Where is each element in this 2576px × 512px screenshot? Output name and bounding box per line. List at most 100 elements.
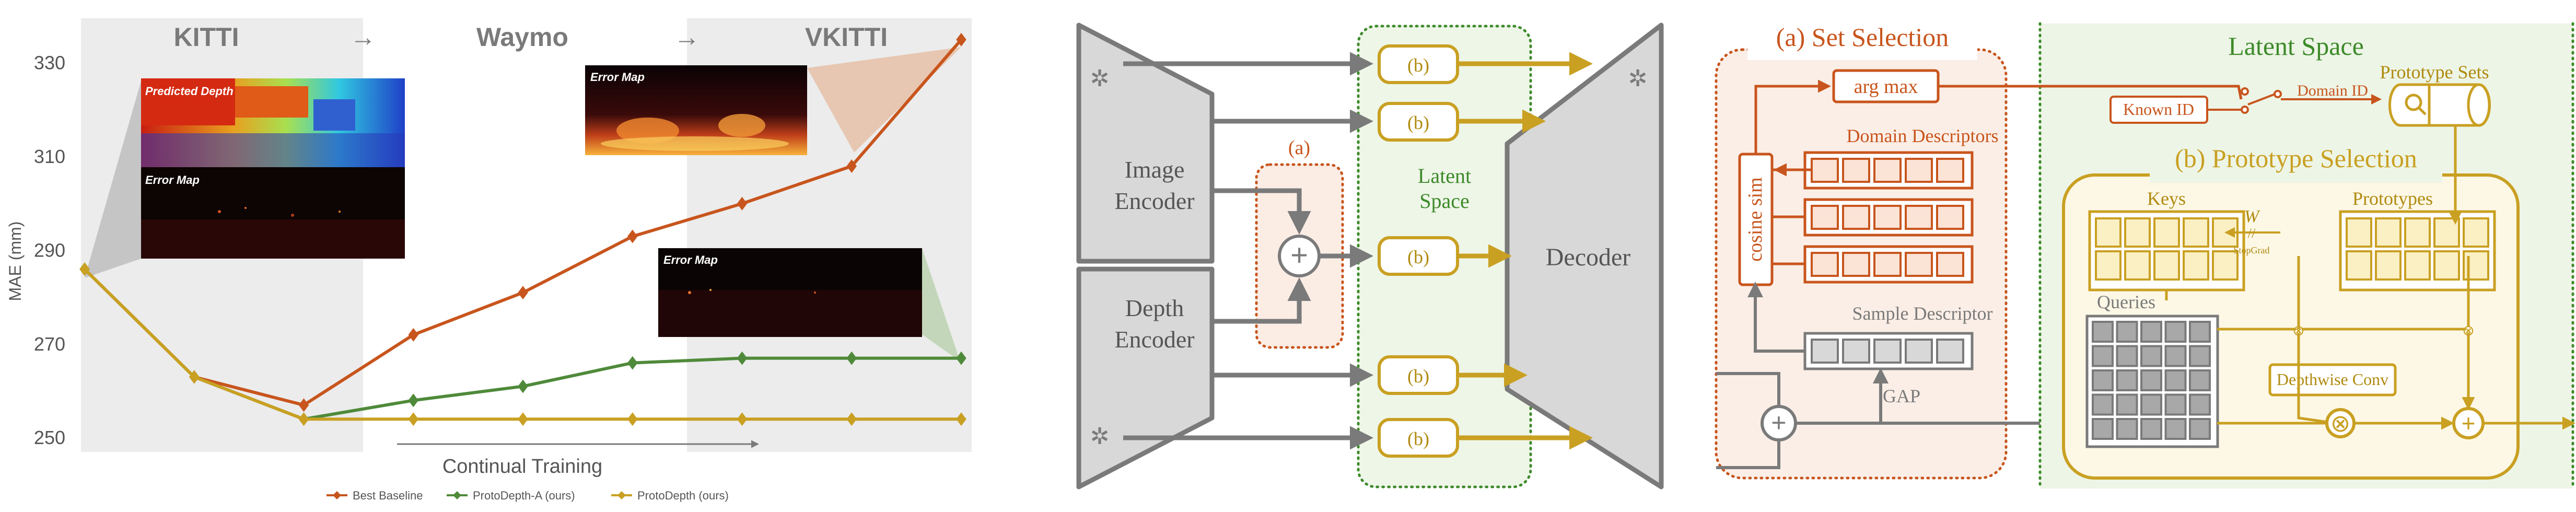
inset-label-predicted-depth: Predicted Depth	[145, 85, 234, 98]
y-tick-label: 330	[34, 52, 65, 74]
sample-descriptor-row	[1803, 332, 1974, 370]
query-cell	[2189, 418, 2211, 440]
data-point-marker	[846, 412, 857, 426]
stage-title-kitti: KITTI	[174, 22, 239, 52]
query-cell	[2092, 418, 2114, 440]
prototype-cell	[2346, 217, 2372, 248]
domain-descriptor-cell	[1873, 205, 1902, 230]
key-cell	[2183, 217, 2209, 248]
key-cell	[2153, 217, 2180, 248]
prototype-sets-cylinder	[2388, 83, 2491, 127]
query-cell	[2140, 321, 2162, 343]
query-cell	[2116, 418, 2138, 440]
data-point-marker	[737, 196, 748, 211]
query-cell	[2116, 321, 2138, 343]
query-cell	[2164, 393, 2187, 416]
data-point-marker	[79, 262, 90, 276]
data-point-marker	[408, 393, 418, 408]
x-axis-label: Continual Training	[442, 456, 602, 478]
query-cell	[2140, 369, 2162, 391]
gap-label: GAP	[1883, 386, 1920, 406]
image-encoder	[1076, 22, 1215, 264]
inset-predicted-depth: Predicted Depth	[141, 78, 405, 167]
prototypes-grid	[2339, 210, 2496, 292]
prototype-cell	[2433, 217, 2460, 248]
data-point-marker	[408, 412, 418, 426]
y-tick-label: 310	[34, 146, 65, 167]
domain-descriptor-cell	[1842, 252, 1870, 277]
data-point-marker	[518, 412, 528, 426]
data-point-marker	[956, 412, 966, 426]
domain-descriptor-cell	[1811, 252, 1839, 277]
domain-descriptor-cell	[1811, 205, 1839, 230]
inset-error-map-waymo: Error Map	[658, 248, 922, 337]
multiply-glyph: ⊗	[2330, 410, 2351, 437]
latent-space-label-line2: Space	[1419, 189, 1470, 213]
architecture-panel: Latent Space Image Encoder ✲ Depth Encod…	[1076, 22, 1664, 490]
query-cell	[2116, 369, 2138, 391]
domain-id-label: Domain ID	[2297, 82, 2368, 99]
image-encoder-label-line1: Image	[1125, 156, 1185, 183]
series-layer	[79, 32, 966, 426]
decoder	[1505, 22, 1664, 490]
data-point-marker	[518, 379, 528, 393]
data-point-marker	[627, 412, 638, 426]
query-cell	[2189, 393, 2211, 416]
query-cell	[2092, 321, 2114, 343]
prototype-blocks: (b) (b) (b) (b) (b)	[1378, 44, 1459, 458]
prototype-cell	[2375, 250, 2402, 281]
inset-wedge-vkitti-top	[807, 47, 961, 153]
domain-descriptor-cell	[1811, 158, 1839, 183]
query-cell	[2116, 393, 2138, 416]
otimes-small-1: ⊗	[2292, 322, 2304, 339]
keys-label: Keys	[2147, 188, 2186, 209]
prototype-selection-title: (b) Prototype Selection	[2175, 144, 2417, 173]
legend: Best Baseline ProtoDepth-A (ours) ProtoD…	[327, 489, 729, 502]
key-cell	[2124, 250, 2151, 281]
query-cell	[2164, 369, 2187, 391]
stage-title-waymo: Waymo	[476, 22, 568, 52]
prototype-block-label-3: (b)	[1407, 247, 1429, 267]
prototype-cell	[2404, 217, 2431, 248]
domain-descriptor-cell	[1905, 252, 1933, 277]
y-tick-label: 290	[34, 239, 65, 261]
sample-descriptor-cell	[1873, 339, 1902, 364]
set-selection-title: (a) Set Selection	[1776, 22, 1949, 52]
sample-descriptor-label: Sample Descriptor	[1852, 303, 1993, 324]
query-cell	[2092, 345, 2114, 367]
depthwise-conv-label: Depthwise Conv	[2277, 370, 2388, 389]
query-cell	[2140, 345, 2162, 367]
arch-gray-arrows	[1123, 52, 1373, 450]
y-axis-label: MAE (mm)	[6, 222, 25, 301]
legend-item-protodepth-a: ProtoDepth-A (ours)	[473, 489, 575, 502]
prototype-cell	[2404, 250, 2431, 281]
query-cell	[2189, 321, 2211, 343]
data-point-marker	[956, 32, 966, 46]
inset-label-error-map-kitti: Error Map	[145, 173, 200, 187]
query-cell	[2189, 369, 2211, 391]
domain-descriptor-cell	[1936, 158, 1964, 183]
depth-encoder	[1076, 266, 1215, 490]
fusion-plus-glyph: +	[1290, 238, 1308, 272]
query-cell	[2140, 393, 2162, 416]
query-cell	[2116, 345, 2138, 367]
w-label: W	[2244, 207, 2260, 226]
legend-item-best-baseline: Best Baseline	[353, 489, 423, 502]
depth-encoder-label-line2: Encoder	[1114, 326, 1194, 353]
inset-wedge-vkitti-bottom	[922, 248, 960, 362]
prototype-cell	[2346, 250, 2372, 281]
domain-descriptor-cell	[1905, 205, 1933, 230]
data-point-marker	[408, 328, 418, 342]
domain-descriptors-label: Domain Descriptors	[1847, 125, 1999, 146]
keys-grid	[2088, 210, 2245, 292]
latent-space-label-line1: Latent	[1418, 164, 1471, 188]
domain-descriptor-cell	[1905, 158, 1933, 183]
multiply-node	[2325, 408, 2356, 438]
data-point-marker	[518, 286, 528, 300]
sample-descriptor-cell	[1811, 339, 1839, 364]
stopgrad-symbol: //	[2248, 226, 2256, 241]
latent-space-title: Latent Space	[2228, 31, 2364, 61]
otimes-small-2: ⊗	[2462, 322, 2474, 339]
data-point-marker	[846, 159, 857, 173]
data-point-marker	[737, 412, 748, 426]
